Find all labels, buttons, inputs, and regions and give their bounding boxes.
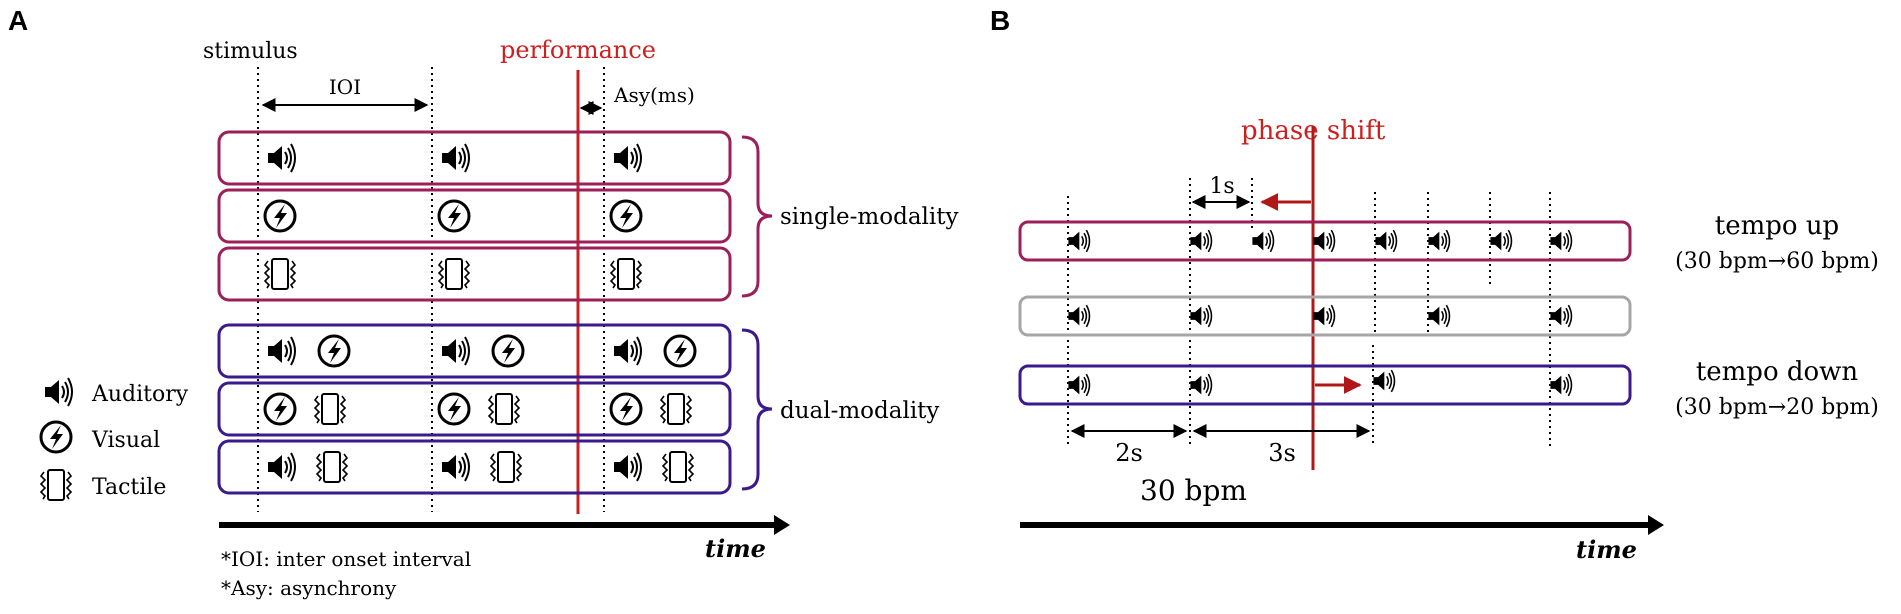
bpm-label: 30 bpm: [1140, 474, 1247, 507]
tempo-down-detail: (30 bpm→20 bpm): [1675, 395, 1879, 420]
speaker-icon: [613, 336, 642, 366]
single-auditory-icons: [267, 143, 642, 173]
time-label-b: time: [1576, 535, 1637, 564]
speaker-icon: [1550, 374, 1571, 396]
speaker-icon: [1428, 230, 1449, 252]
time-axis-b-arrowhead: [1648, 515, 1664, 535]
tempo-down-speakers: [1068, 370, 1571, 396]
dual-modality-label: dual-modality: [780, 398, 939, 424]
speaker-icon: [1313, 230, 1334, 252]
flash-icon: [263, 199, 297, 233]
legend-visual-label: Visual: [91, 428, 160, 453]
tempo-up-speakers: [1068, 230, 1571, 252]
speaker-icon: [1313, 305, 1334, 327]
speaker-icon: [441, 452, 470, 482]
footnote-asy: *Asy: asynchrony: [221, 576, 397, 600]
legend-vibration-icon: [40, 469, 72, 501]
dual-row-auditory-tactile: [217, 439, 732, 495]
constant-tempo-row: [1018, 295, 1632, 337]
single-modality-label: single-modality: [780, 204, 958, 230]
speaker-icon: [1068, 374, 1089, 396]
three-second-label: 3s: [1268, 439, 1296, 467]
single-modality-brace: [741, 135, 773, 298]
speaker-icon: [267, 452, 296, 482]
single-row-auditory: [217, 130, 732, 186]
speaker-icon: [267, 143, 296, 173]
tempo-up-row: [1018, 220, 1632, 262]
speaker-icon: [613, 143, 642, 173]
speaker-icon: [1550, 305, 1571, 327]
speaker-icon: [1550, 230, 1571, 252]
flash-icon: [663, 334, 697, 368]
flash-icon: [263, 392, 297, 426]
vibration-icon: [490, 451, 522, 483]
ioi-label: IOI: [329, 75, 361, 99]
speaker-icon: [1190, 230, 1211, 252]
speaker-icon: [267, 336, 296, 366]
flash-icon: [317, 334, 351, 368]
vibration-icon: [610, 258, 642, 290]
vibration-icon: [316, 451, 348, 483]
legend-tactile-label: Tactile: [92, 475, 166, 500]
dual-row-visual-tactile: [217, 381, 732, 437]
stimulus-label: stimulus: [203, 39, 298, 64]
vibration-icon: [488, 393, 520, 425]
vibration-icon: [438, 258, 470, 290]
speaker-icon: [1068, 305, 1089, 327]
single-row-tactile: [217, 246, 732, 302]
performance-label: performance: [500, 36, 656, 64]
speaker-icon: [441, 336, 470, 366]
time-axis-a-arrowhead: [774, 515, 790, 535]
speaker-icon: [1428, 305, 1449, 327]
vibration-icon: [314, 393, 346, 425]
dual-auditory-visual-icons: [267, 334, 697, 368]
flash-icon: [609, 199, 643, 233]
legend-flash-icon: [39, 420, 73, 454]
flash-icon: [437, 392, 471, 426]
time-label-a: time: [705, 534, 766, 563]
single-visual-icons: [263, 199, 643, 233]
tempo-down-row: [1018, 364, 1632, 406]
vibration-icon: [660, 393, 692, 425]
vibration-icon: [662, 451, 694, 483]
speaker-icon: [1490, 230, 1511, 252]
dual-row-auditory-visual: [217, 323, 732, 379]
speaker-icon: [613, 452, 642, 482]
panel-a-label: A: [8, 5, 28, 36]
flash-icon: [437, 199, 471, 233]
panel-b-label: B: [990, 5, 1010, 36]
single-tactile-icons: [264, 258, 642, 290]
tempo-up-detail: (30 bpm→60 bpm): [1675, 249, 1879, 274]
legend-auditory-label: Auditory: [91, 382, 189, 407]
dual-auditory-tactile-icons: [267, 451, 694, 483]
single-row-visual: [217, 188, 732, 244]
flash-icon: [491, 334, 525, 368]
dual-modality-brace: [741, 328, 773, 491]
speaker-icon: [1252, 230, 1273, 252]
legend-speaker-icon: [44, 377, 73, 407]
constant-tempo-speakers: [1068, 305, 1571, 327]
tempo-up-label: tempo up: [1715, 211, 1839, 241]
vibration-icon: [264, 258, 296, 290]
one-second-label: 1s: [1209, 174, 1234, 199]
dual-visual-tactile-icons: [263, 392, 692, 426]
speaker-icon: [1375, 230, 1396, 252]
speaker-icon: [441, 143, 470, 173]
speaker-icon: [1190, 374, 1211, 396]
speaker-icon: [1190, 305, 1211, 327]
two-second-label: 2s: [1115, 439, 1143, 467]
speaker-icon: [1373, 370, 1394, 392]
tempo-down-label: tempo down: [1696, 357, 1859, 387]
footnote-ioi: *IOI: inter onset interval: [221, 547, 471, 571]
flash-icon: [609, 392, 643, 426]
asy-label: Asy(ms): [613, 83, 695, 107]
speaker-icon: [1068, 230, 1089, 252]
